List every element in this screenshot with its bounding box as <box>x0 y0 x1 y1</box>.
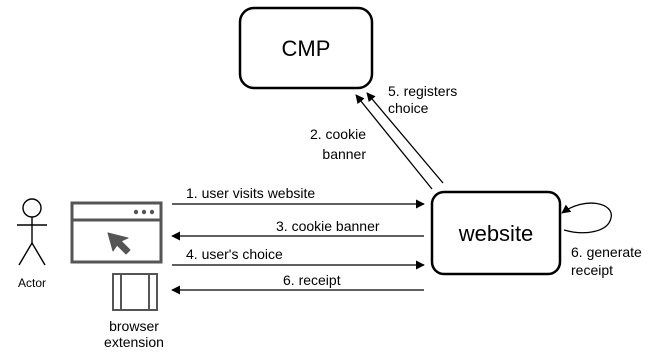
generate-receipt-loop-arrow <box>561 202 612 234</box>
cookie-banner-up-label-line2: banner <box>322 146 366 162</box>
registers-choice-arrow <box>366 92 444 184</box>
cookie-banner-label: 3. cookie banner <box>276 218 380 234</box>
cmp-label: CMP <box>282 36 331 61</box>
generate-receipt-label-line1: 6. generate <box>571 244 642 260</box>
website-node: website <box>430 190 562 276</box>
stick-figure-icon <box>17 198 47 266</box>
website-label: website <box>458 221 534 246</box>
user-visits-label: 1. user visits website <box>186 185 315 201</box>
actor-label: Actor <box>18 276 46 290</box>
mouse-pointer-icon <box>107 232 131 255</box>
registers-choice-label-line2: choice <box>388 100 429 116</box>
browser-window-icon <box>70 201 163 264</box>
cookie-banner-up-arrow <box>355 94 433 190</box>
users-choice-label: 4. user's choice <box>186 246 283 262</box>
receipt-label: 6. receipt <box>283 272 341 288</box>
browser-extension-label-line1: browser <box>109 318 159 334</box>
extension-panel-icon <box>112 273 158 311</box>
registers-choice-label-line1: 5. registers <box>388 83 457 99</box>
browser-extension-label-line2: extension <box>104 334 164 350</box>
cmp-node: CMP <box>238 6 374 90</box>
generate-receipt-label-line2: receipt <box>571 262 613 278</box>
cookie-banner-up-label-line1: 2. cookie <box>310 126 366 142</box>
